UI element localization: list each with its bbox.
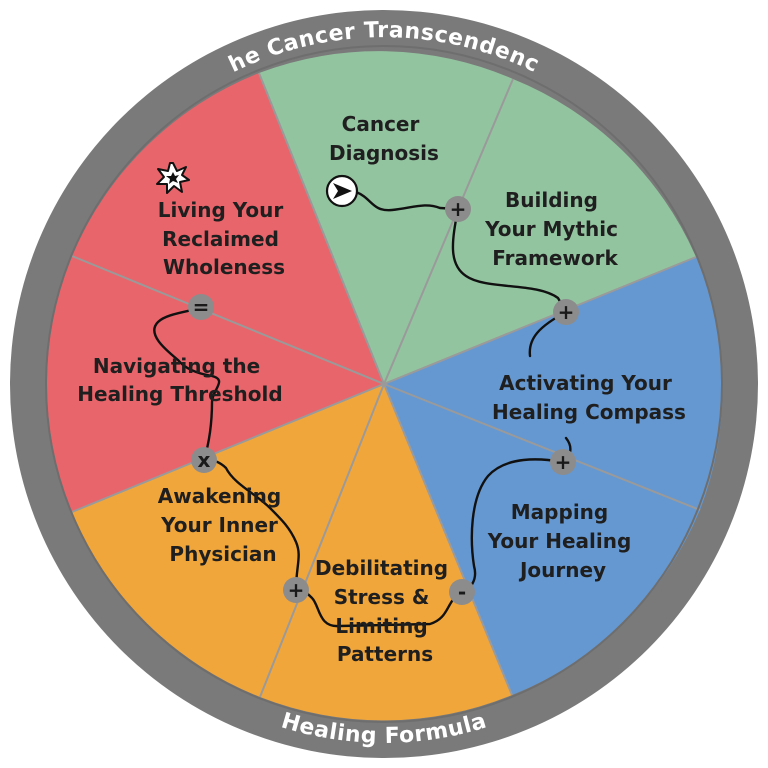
segment-healing-journey (384, 384, 700, 695)
segment-dividers (71, 72, 701, 698)
segment-healing-compass (384, 257, 723, 510)
segment-cancer-diagnosis (259, 51, 513, 385)
equals-operator: = (188, 294, 214, 320)
minus-operator: - (449, 579, 475, 605)
label-line: Debilitating (315, 556, 448, 580)
plus-operator-1: + (445, 196, 471, 222)
label-inner-physician: Awakening Your Inner Physician (158, 484, 288, 566)
svg-text:+: + (558, 300, 575, 324)
label-healing-compass: Activating Your Healing Compass (492, 371, 686, 424)
label-line: Your Inner (160, 513, 278, 537)
label-reclaimed-wholeness: Living Your Reclaimed Wholeness (158, 198, 290, 279)
segment-reclaimed-wholeness (72, 73, 384, 384)
label-line: Journey (518, 558, 606, 582)
svg-text:+: + (555, 450, 572, 474)
label-line: Your Healing (487, 529, 632, 553)
start-arrow-icon (325, 174, 359, 208)
label-line: Limiting (335, 614, 427, 638)
label-line: Cancer (342, 112, 420, 136)
label-cancer-diagnosis: Cancer Diagnosis (329, 112, 439, 165)
svg-text:+: + (288, 578, 305, 602)
label-line: Wholeness (163, 255, 285, 279)
inner-ring-edge (45, 45, 723, 723)
svg-text:x: x (198, 448, 211, 472)
label-line: Physician (169, 542, 276, 566)
label-line: Awakening (158, 484, 281, 508)
plus-operator-2: + (553, 299, 579, 325)
label-healing-journey: Mapping Your Healing Journey (487, 500, 638, 582)
label-line: Your Mythic (484, 217, 618, 241)
starburst-icon (156, 162, 190, 194)
label-line: Building (505, 188, 598, 212)
segment-healing-threshold (46, 256, 384, 512)
label-healing-threshold: Navigating the Healing Threshold (77, 354, 282, 406)
label-line: Patterns (337, 642, 433, 666)
label-line: Activating Your (499, 371, 672, 395)
label-line: Mapping (511, 500, 608, 524)
label-mythic-framework: Building Your Mythic Framework (484, 188, 625, 270)
svg-text:+: + (450, 197, 467, 221)
label-debilitating-stress: Debilitating Stress & Limiting Patterns (315, 556, 455, 666)
plus-operator-3: + (550, 449, 576, 475)
svg-text:=: = (193, 295, 210, 319)
label-line: Reclaimed (162, 227, 279, 251)
label-line: Navigating the (93, 354, 260, 378)
label-line: Stress & (334, 585, 430, 609)
label-line: Healing Compass (492, 400, 686, 424)
label-line: Framework (492, 246, 618, 270)
segment-mythic-framework (384, 79, 696, 384)
segment-inner-physician (72, 384, 384, 697)
svg-text:-: - (458, 580, 466, 604)
multiply-operator: x (191, 447, 217, 473)
label-line: Diagnosis (329, 141, 439, 165)
label-line: Living Your (158, 198, 284, 222)
segment-debilitating-stress (260, 384, 512, 721)
plus-operator-4: + (283, 577, 309, 603)
label-line: Healing Threshold (77, 382, 282, 406)
